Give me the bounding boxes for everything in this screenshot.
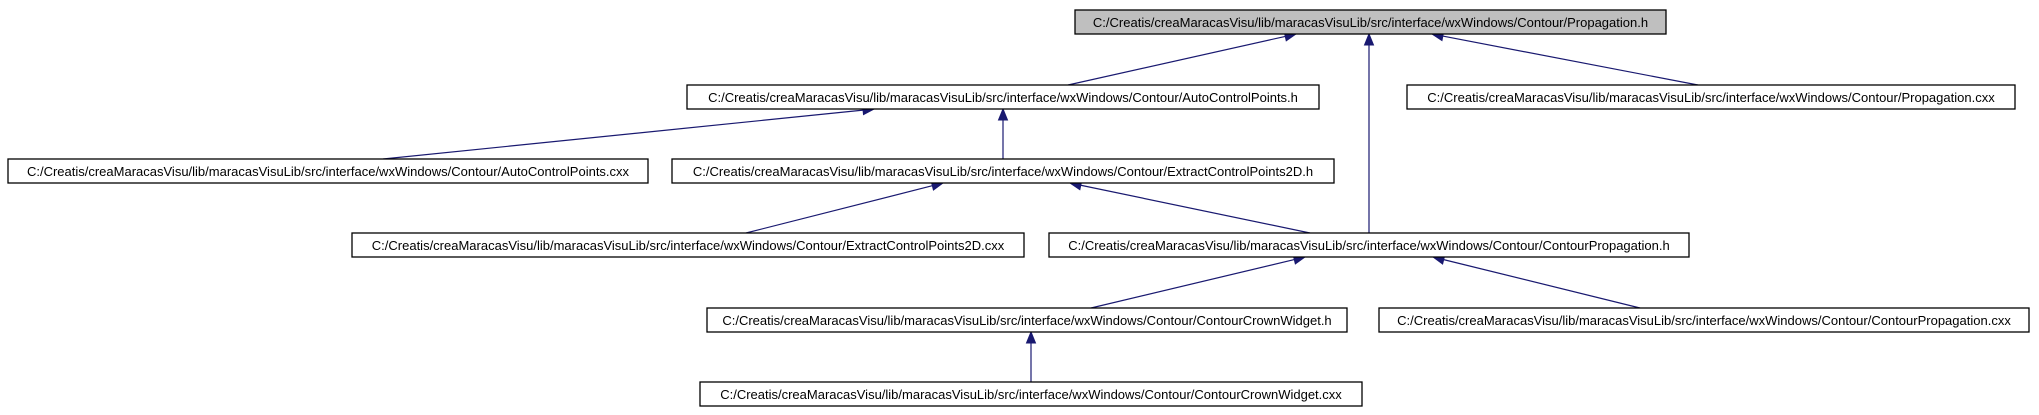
node-box (1074, 9, 1667, 35)
arrowhead-contourcrownwidget_cxx-to-contourcrownwidget_h (1025, 330, 1037, 344)
node-extractcontrolpoints2d-cxx[interactable]: C:/Creatis/creaMaracasVisu/lib/maracasVi… (351, 232, 1025, 258)
node-label: C:/Creatis/creaMaracasVisu/lib/maracasVi… (372, 238, 1005, 253)
node-box (1406, 84, 2016, 110)
node-propagation-cxx[interactable]: C:/Creatis/creaMaracasVisu/lib/maracasVi… (1406, 84, 2016, 110)
arrowhead-extractcontrolpoints2d_h-to-autocontrolpoints_h (997, 107, 1009, 121)
edge-contourpropagation_cxx-to-contourpropagation_h (1443, 259, 1641, 309)
node-contourpropagation-cxx[interactable]: C:/Creatis/creaMaracasVisu/lib/maracasVi… (1378, 307, 2030, 333)
arrowhead-contourpropagation_h-to-propagation_h (1363, 32, 1375, 46)
node-propagation-h[interactable]: C:/Creatis/creaMaracasVisu/lib/maracasVi… (1074, 9, 1667, 35)
node-box (671, 158, 1335, 184)
node-label: C:/Creatis/creaMaracasVisu/lib/maracasVi… (1427, 90, 1995, 105)
edge-propagation_cxx-to-propagation_h (1442, 35, 1699, 86)
edge-autocontrolpoints_cxx-to-autocontrolpoints_h (382, 109, 864, 160)
node-box (1378, 307, 2030, 333)
node-box (351, 232, 1025, 258)
node-label: C:/Creatis/creaMaracasVisu/lib/maracasVi… (722, 313, 1331, 328)
node-box (706, 307, 1348, 333)
node-label: C:/Creatis/creaMaracasVisu/lib/maracasVi… (1397, 313, 2011, 328)
node-box (686, 84, 1320, 110)
edge-contourpropagation_h-to-extractcontrolpoints2d_h (1080, 184, 1311, 234)
node-box (699, 381, 1363, 407)
node-box (7, 158, 649, 184)
node-box (1048, 232, 1690, 258)
edge-contourcrownwidget_h-to-contourpropagation_h (1090, 258, 1295, 309)
node-contourpropagation-h[interactable]: C:/Creatis/creaMaracasVisu/lib/maracasVi… (1048, 232, 1690, 258)
edge-extractcontrolpoints2d_cxx-to-extractcontrolpoints2d_h (745, 185, 933, 234)
node-contourcrownwidget-h[interactable]: C:/Creatis/creaMaracasVisu/lib/maracasVi… (706, 307, 1348, 333)
node-label: C:/Creatis/creaMaracasVisu/lib/maracasVi… (708, 90, 1298, 105)
node-label: C:/Creatis/creaMaracasVisu/lib/maracasVi… (720, 387, 1342, 402)
node-label: C:/Creatis/creaMaracasVisu/lib/maracasVi… (693, 164, 1313, 179)
node-label: C:/Creatis/creaMaracasVisu/lib/maracasVi… (1068, 238, 1669, 253)
node-autocontrolpoints-h[interactable]: C:/Creatis/creaMaracasVisu/lib/maracasVi… (686, 84, 1320, 110)
node-autocontrolpoints-cxx[interactable]: C:/Creatis/creaMaracasVisu/lib/maracasVi… (7, 158, 649, 184)
node-contourcrownwidget-cxx[interactable]: C:/Creatis/creaMaracasVisu/lib/maracasVi… (699, 381, 1363, 407)
node-label: C:/Creatis/creaMaracasVisu/lib/maracasVi… (27, 164, 630, 179)
node-label: C:/Creatis/creaMaracasVisu/lib/maracasVi… (1093, 15, 1648, 30)
node-extractcontrolpoints2d-h[interactable]: C:/Creatis/creaMaracasVisu/lib/maracasVi… (671, 158, 1335, 184)
edge-autocontrolpoints_h-to-propagation_h (1067, 35, 1286, 86)
